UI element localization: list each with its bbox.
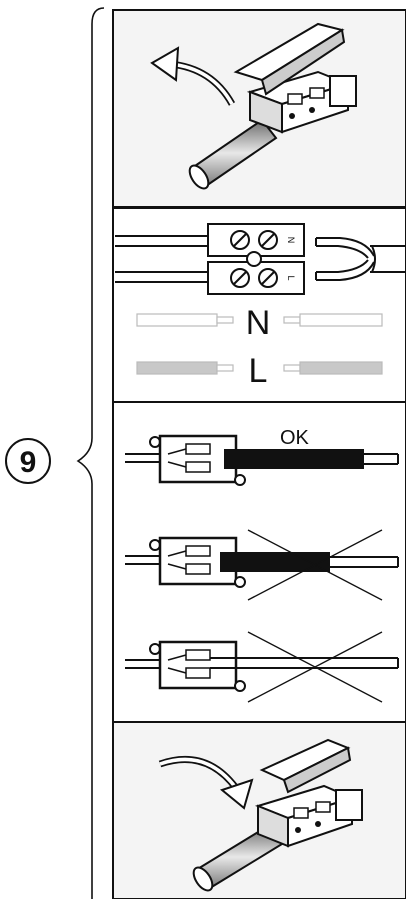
- panel-open-cover: [112, 9, 406, 208]
- step-number: 9: [20, 446, 37, 479]
- close-cover-cable-end: [192, 866, 214, 892]
- wiring-fork-upper-inner: [316, 245, 369, 259]
- open-cover-cable-end: [188, 164, 210, 190]
- live-wire-right: [299, 361, 383, 375]
- cable-sheath: [224, 449, 364, 469]
- connector-terminal: [185, 667, 211, 679]
- connector-housing: [158, 640, 238, 690]
- close-arrow-inner: [159, 757, 238, 790]
- wiring-fork-lower-inner: [316, 259, 369, 273]
- clamp-screw: [234, 680, 246, 692]
- panel-wiring: N L N L: [112, 207, 406, 403]
- wiring-cable-sheath: [370, 245, 406, 273]
- live-wire-right-tip: [283, 364, 301, 372]
- ok-label: OK: [280, 427, 310, 449]
- connector-terminal: [185, 443, 211, 455]
- open-cover-lid-latch: [329, 75, 357, 107]
- close-cover-screw: [295, 827, 301, 833]
- clamp-screw: [149, 643, 161, 655]
- close-arrow-head: [219, 778, 254, 810]
- panel-close-cover: [112, 721, 406, 899]
- live-wire-left: [136, 361, 218, 375]
- strip-example-wrong-bare: [125, 631, 399, 703]
- clamp-screw: [149, 539, 161, 551]
- clamp-screw: [234, 474, 246, 486]
- open-cover-lid-edge: [260, 28, 346, 96]
- terminal-mark-live: L: [286, 275, 296, 280]
- terminal-block-bottom: [207, 261, 305, 295]
- live-wire-left-tip: [216, 364, 234, 372]
- close-cover-screw: [315, 821, 321, 827]
- live-label: L: [249, 352, 268, 390]
- panel-strip-check: OK: [112, 401, 406, 723]
- open-cover-screw-slot: [287, 93, 303, 105]
- connector-terminal: [185, 461, 211, 473]
- connector-terminal: [185, 649, 211, 661]
- connector-terminal: [185, 563, 211, 575]
- strip-example-correct: [125, 434, 399, 486]
- cross-mark: [247, 631, 383, 703]
- neutral-label: N: [246, 304, 271, 342]
- terminal-block-top: [207, 223, 305, 257]
- step-bracket: [76, 7, 105, 899]
- open-cover-screw-slot: [309, 87, 325, 99]
- terminal-center-ring: [246, 251, 262, 267]
- wiring-fork-lower: [316, 261, 375, 281]
- step-marker: 9: [5, 7, 105, 899]
- close-cover-lid-edge: [282, 746, 352, 794]
- close-cover-lid-latch: [335, 789, 363, 821]
- neutral-wire-left-tip: [216, 316, 234, 324]
- close-cover-screw-slot: [293, 807, 309, 819]
- neutral-wire-right-tip: [283, 316, 301, 324]
- strip-example-wrong-sheath: [125, 529, 399, 601]
- connector-terminal: [185, 545, 211, 557]
- open-arrow-head: [150, 46, 180, 82]
- open-cover-screw: [309, 107, 315, 113]
- step-number-circle: [5, 438, 51, 484]
- open-cover-screw: [289, 113, 295, 119]
- clamp-screw: [149, 436, 161, 448]
- wiring-fork-upper: [316, 237, 375, 257]
- neutral-wire-right: [299, 313, 383, 327]
- terminal-mark-neutral: N: [286, 237, 296, 244]
- neutral-wire-left: [136, 313, 218, 327]
- clamp-screw: [234, 576, 246, 588]
- cross-mark: [247, 529, 383, 601]
- cable-sheath: [220, 552, 330, 572]
- close-cover-screw-slot: [315, 801, 331, 813]
